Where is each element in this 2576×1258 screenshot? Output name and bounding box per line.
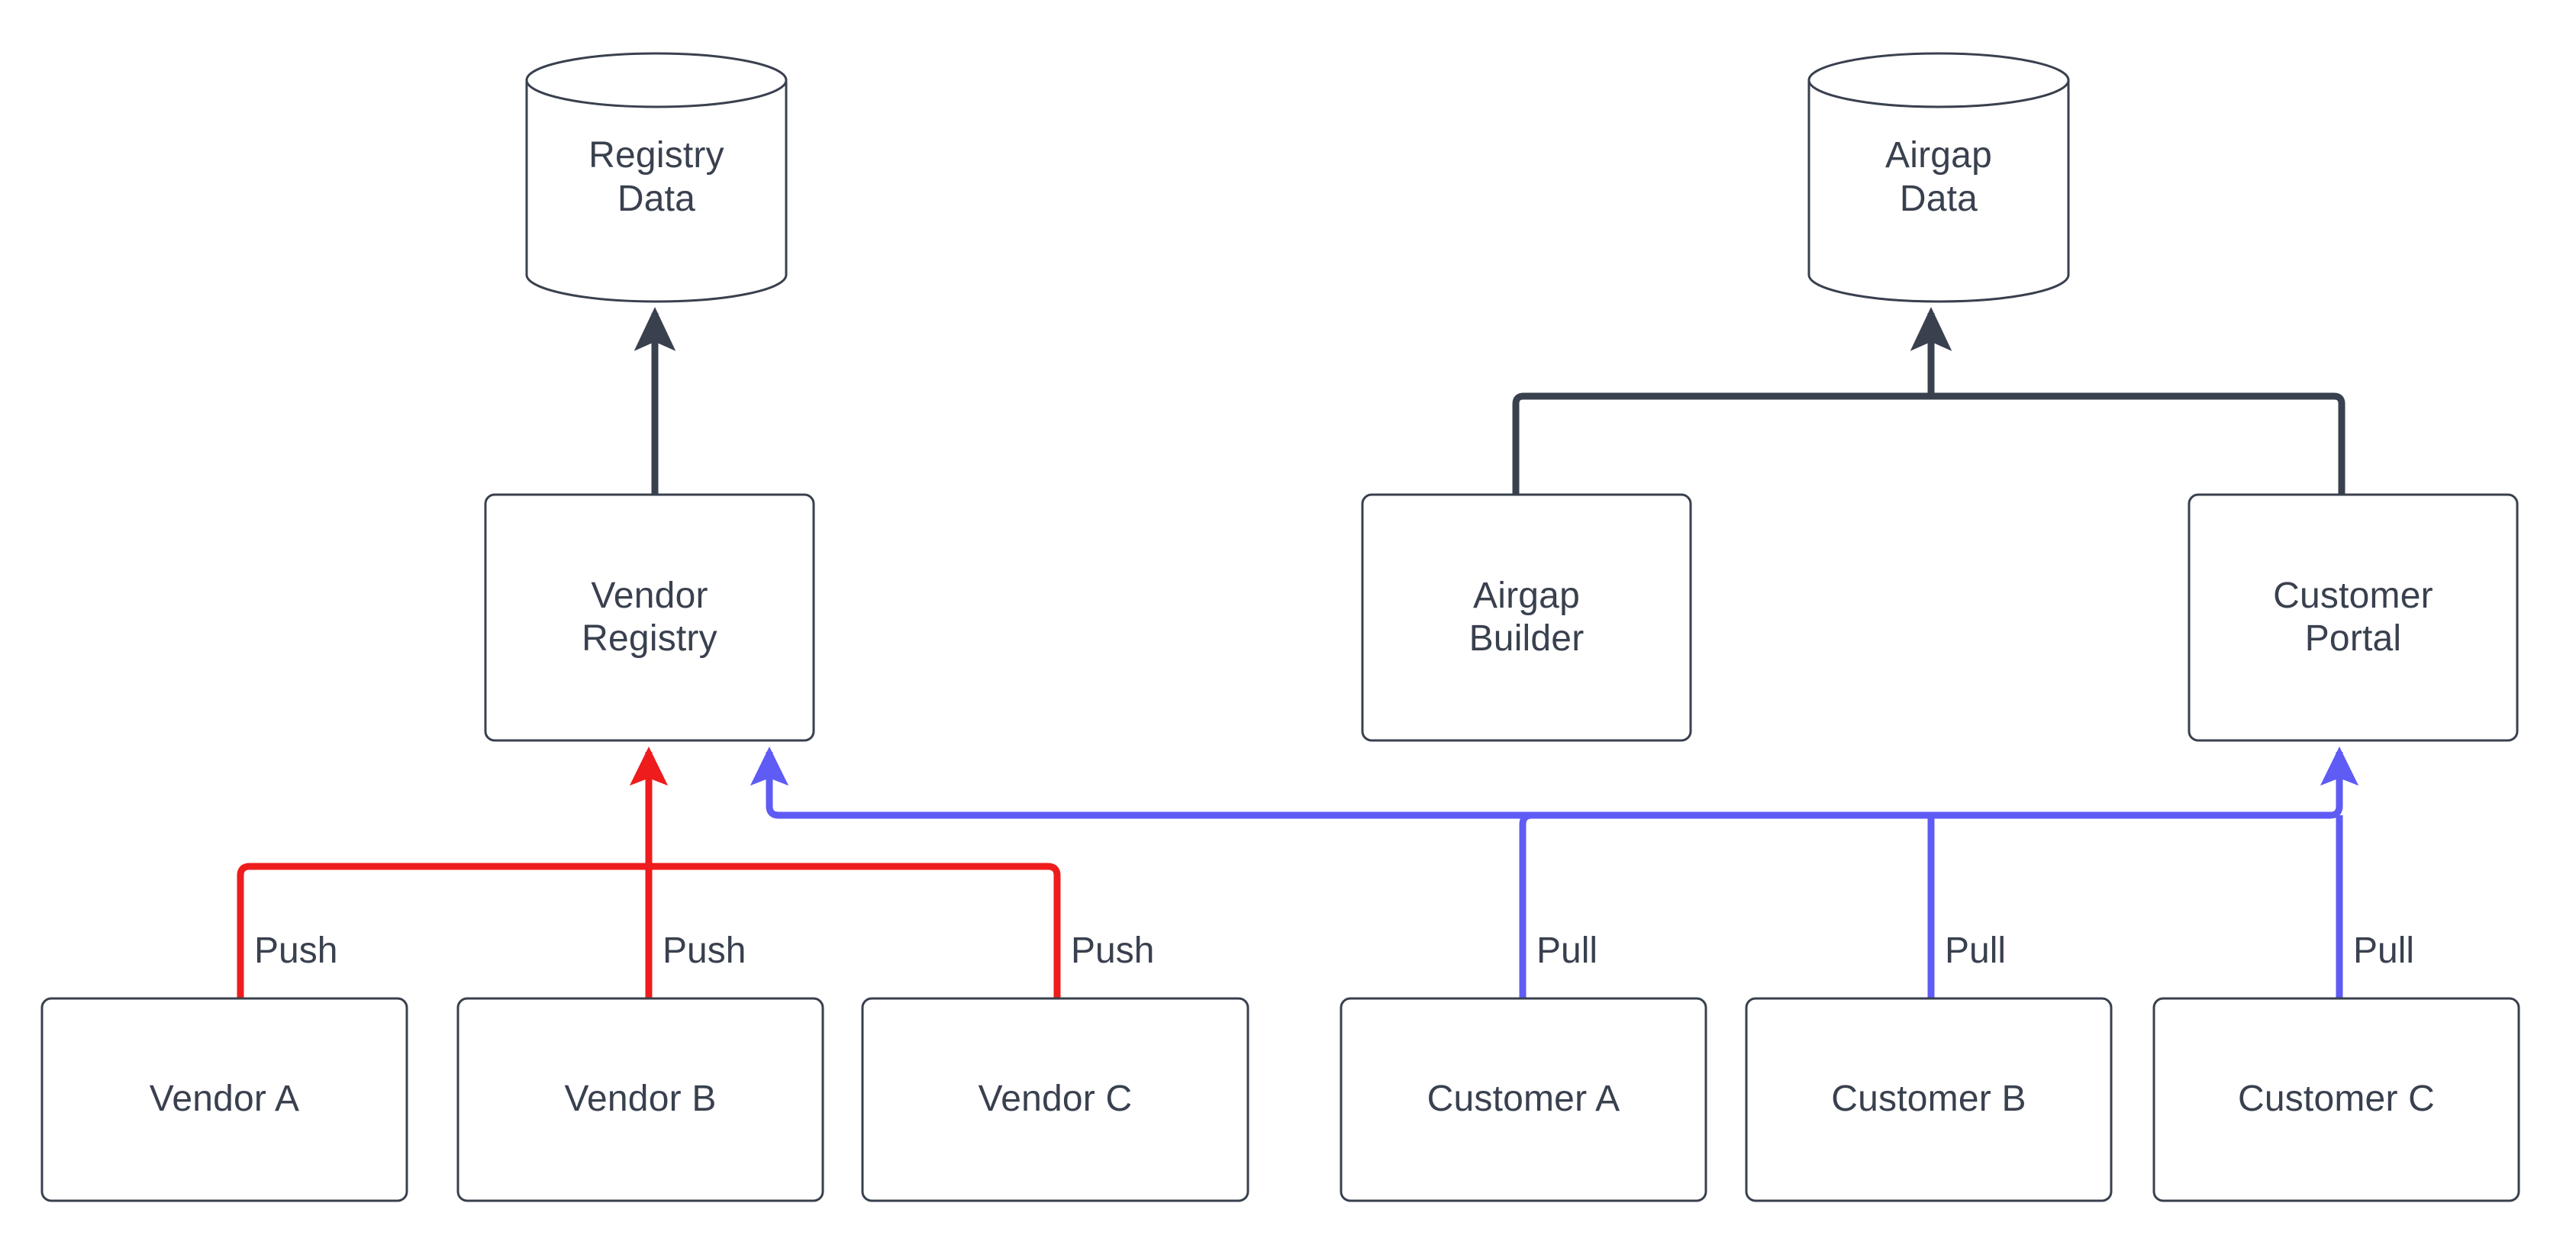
node-registry-data[interactable] <box>525 52 788 303</box>
node-customer-portal[interactable] <box>2188 493 2519 742</box>
edge-airgap-builder-to-airgap-data <box>1512 392 1931 495</box>
node-vendor-a[interactable] <box>40 997 408 1202</box>
edge-pull-bus <box>1519 747 2359 998</box>
node-airgap-builder[interactable] <box>1361 493 1692 742</box>
edge-push-bus <box>237 863 1061 998</box>
node-customer-a[interactable] <box>1340 997 1707 1202</box>
edge-pull-to-vendor-registry <box>750 747 1532 819</box>
node-vendor-c[interactable] <box>861 997 1249 1202</box>
node-customer-c[interactable] <box>2152 997 2520 1202</box>
node-vendor-registry[interactable] <box>484 493 815 742</box>
node-airgap-data[interactable] <box>1807 52 2070 303</box>
node-customer-b[interactable] <box>1745 997 2113 1202</box>
node-vendor-b[interactable] <box>456 997 824 1202</box>
edge-customer-portal-to-airgap-data <box>1931 392 2345 495</box>
